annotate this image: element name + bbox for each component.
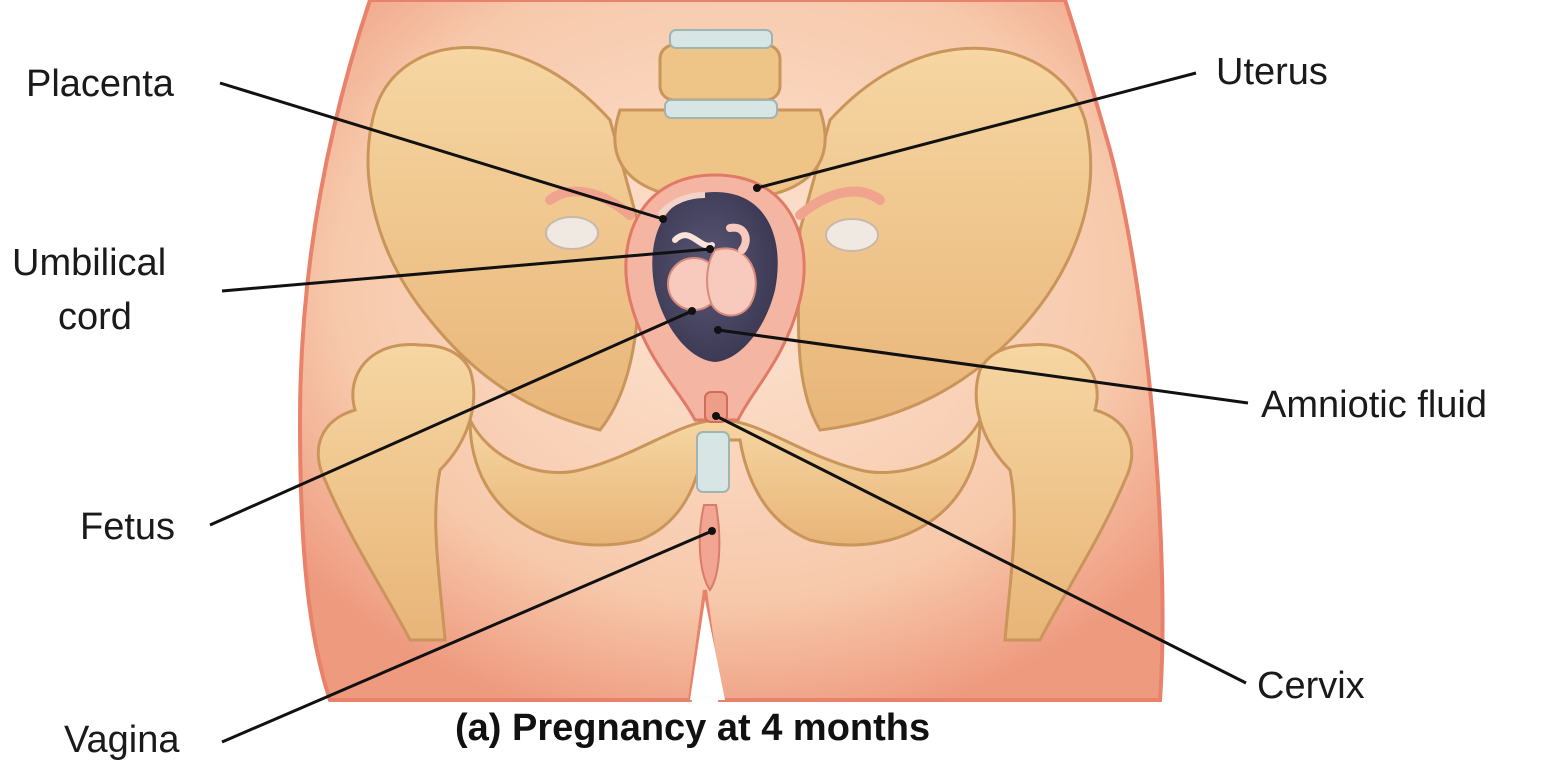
label-fetus: Fetus [80,505,175,551]
label-cervix: Cervix [1257,664,1365,710]
figure-caption: (a) Pregnancy at 4 months [455,707,930,750]
label-amniotic-fluid: Amniotic fluid [1261,383,1487,429]
label-vagina: Vagina [64,718,180,764]
right-ovary [826,219,878,251]
label-placenta: Placenta [26,62,174,108]
label-uterus: Uterus [1216,50,1328,96]
label-umbilical-cord-line1: Umbilical [12,241,166,287]
left-ovary [546,217,598,249]
label-umbilical-cord-line2: cord [58,295,132,341]
